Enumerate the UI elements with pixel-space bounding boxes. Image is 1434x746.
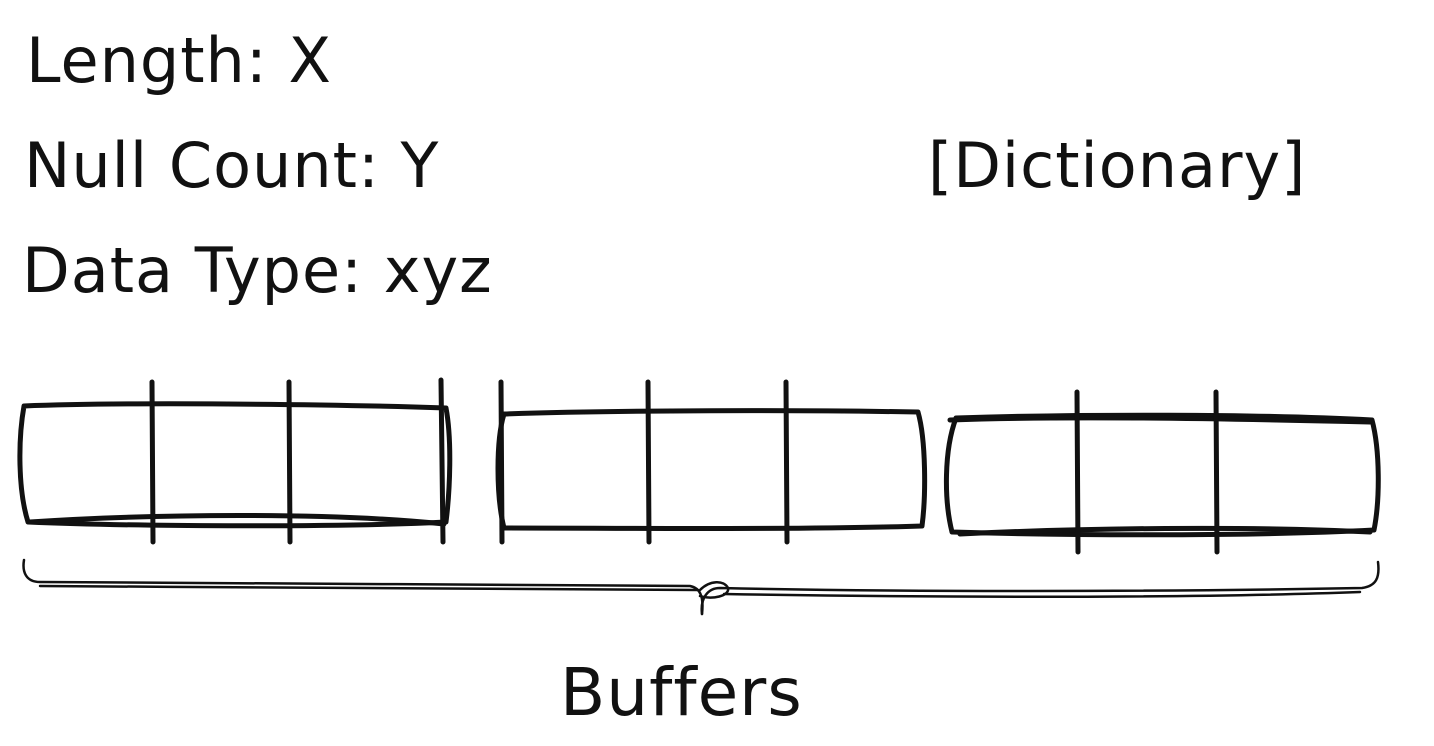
data-type-label: Data Type: xyz <box>22 234 493 307</box>
buffer-1-outline <box>17 401 453 529</box>
buffer-2-outline <box>495 408 928 531</box>
buffer-1 <box>17 377 453 545</box>
buffer-3 <box>943 389 1381 555</box>
buffer-2-divider-3 <box>783 379 790 545</box>
buffers-label: Buffers <box>560 654 803 731</box>
buffer-1-divider-2 <box>286 379 293 545</box>
buffer-2 <box>495 379 928 545</box>
dictionary-label: [Dictionary] <box>928 129 1307 202</box>
buffer-2-divider-2 <box>645 379 652 545</box>
buffer-3-divider-2 <box>1213 389 1220 555</box>
buffer-1-divider-3 <box>438 377 446 545</box>
buffer-1-divider-1 <box>149 379 156 545</box>
buffers-brace <box>22 558 1380 616</box>
buffer-3-outline <box>943 412 1381 538</box>
null-count-label: Null Count: Y <box>24 129 440 202</box>
buffer-2-divider-1 <box>498 379 505 545</box>
length-label: Length: X <box>26 24 332 97</box>
buffer-3-divider-1 <box>1074 389 1081 555</box>
